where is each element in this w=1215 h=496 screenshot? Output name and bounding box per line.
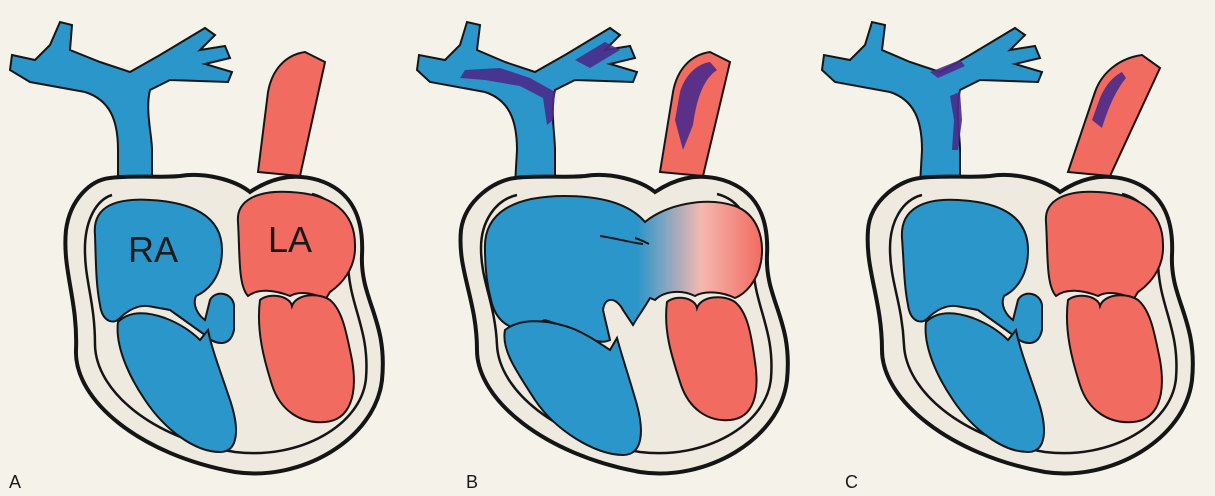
panel-a-heart-diagram: RA LA [0,0,405,496]
panel-b-label: B [466,473,478,491]
panel-a-label: A [9,473,21,491]
left-atrium [1046,192,1163,300]
panel-c-heart-diagram [810,0,1215,496]
panel-c-label: C [845,473,858,491]
label-la: LA [268,219,312,260]
panel-b-heart-diagram [405,0,810,496]
label-ra: RA [128,229,178,270]
